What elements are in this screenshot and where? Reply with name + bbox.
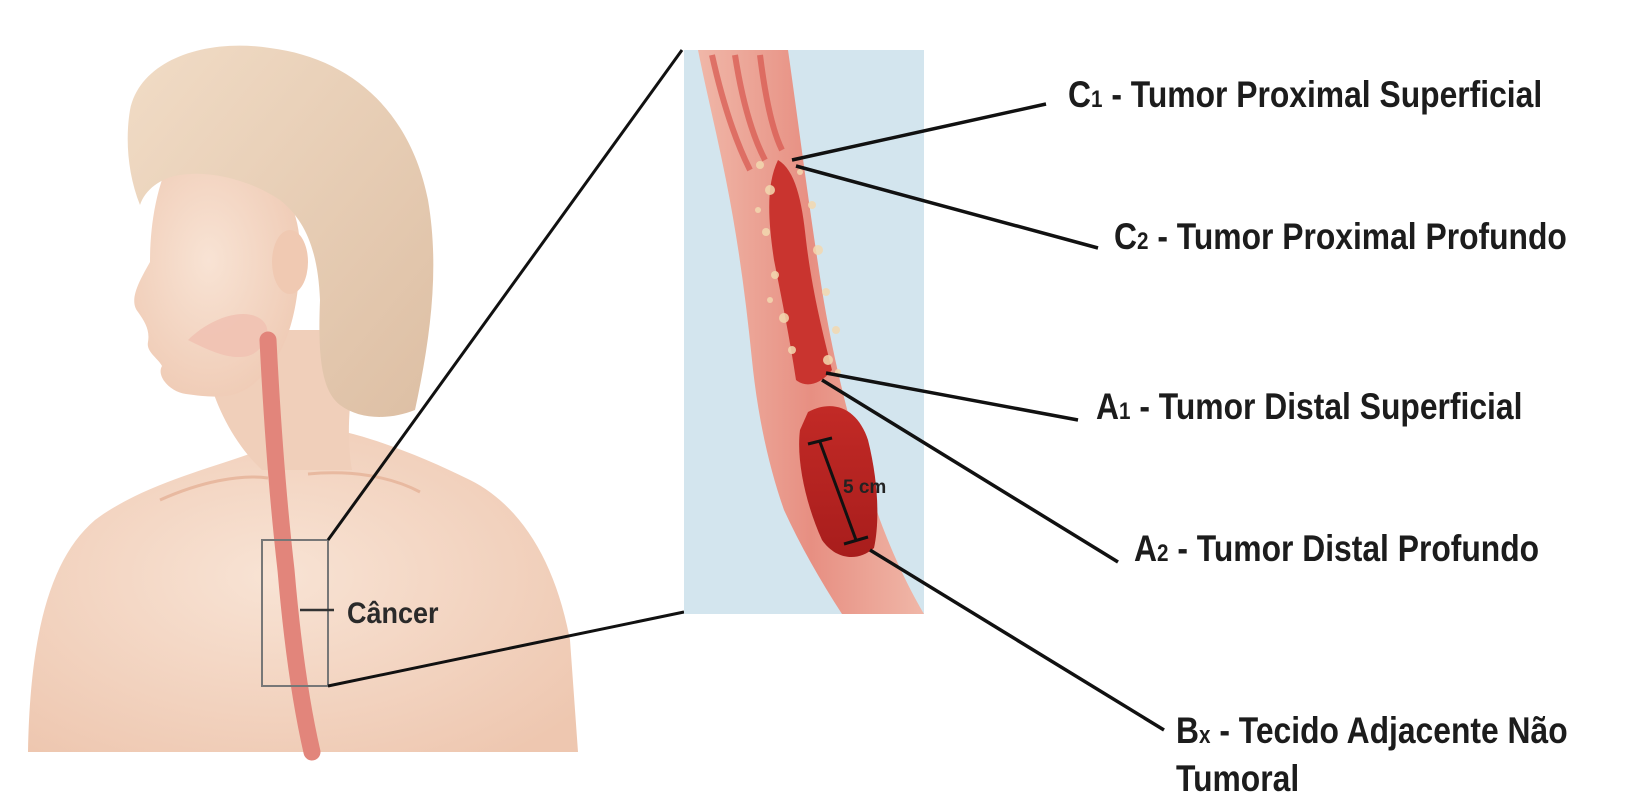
label-bx-code: B: [1176, 710, 1199, 751]
label-c2: C2 - Tumor Proximal Profundo: [1114, 216, 1567, 258]
label-a2-sub: 2: [1157, 540, 1168, 567]
ear: [272, 230, 308, 294]
cancer-label: Câncer: [347, 597, 439, 631]
label-bx-text: - Tecido Adjacente Não: [1210, 710, 1567, 751]
label-bx-sub: x: [1199, 722, 1210, 749]
leader-bx: [870, 550, 1164, 730]
label-c2-code: C: [1114, 216, 1137, 257]
label-c1: C1 - Tumor Proximal Superficial: [1068, 74, 1542, 116]
zoom-panel: [684, 50, 924, 614]
label-bx: Bx - Tecido Adjacente Não: [1176, 710, 1568, 752]
label-a1-code: A: [1096, 386, 1119, 427]
patient-figure: [28, 46, 578, 752]
label-a1-text: - Tumor Distal Superficial: [1130, 386, 1522, 427]
label-a2-text: - Tumor Distal Profundo: [1168, 528, 1539, 569]
label-c1-code: C: [1068, 74, 1091, 115]
label-bx-continuation: Tumoral: [1176, 758, 1299, 800]
label-c2-text: - Tumor Proximal Profundo: [1148, 216, 1566, 257]
label-a2-code: A: [1134, 528, 1157, 569]
label-a2: A2 - Tumor Distal Profundo: [1134, 528, 1539, 570]
label-a1: A1 - Tumor Distal Superficial: [1096, 386, 1522, 428]
label-a1-sub: 1: [1119, 398, 1130, 425]
measurement-label: 5 cm: [843, 477, 886, 499]
label-c1-text: - Tumor Proximal Superficial: [1102, 74, 1542, 115]
label-c1-sub: 1: [1091, 86, 1102, 113]
label-c2-sub: 2: [1137, 228, 1148, 255]
